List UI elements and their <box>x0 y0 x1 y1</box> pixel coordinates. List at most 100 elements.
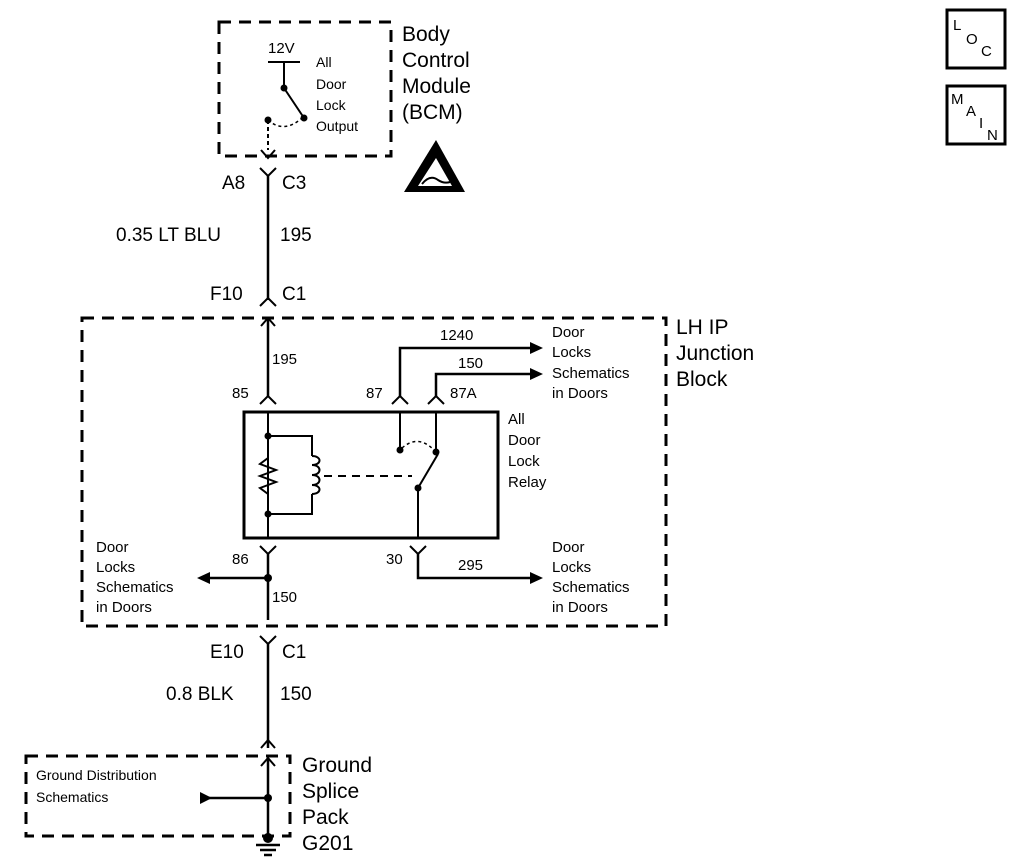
bcm-title-line-3: Module <box>402 75 471 98</box>
ground-title-line-2: Splice <box>302 780 359 803</box>
relay-label-line-2: Door <box>508 432 541 449</box>
ground-title-line-1: Ground <box>302 754 372 777</box>
ground-title-line-4: G201 <box>302 832 353 855</box>
main-letter-4: N <box>987 127 998 144</box>
bcm-switch-blade <box>283 87 305 119</box>
bcm-output-label: All Door Lock Output <box>316 54 358 134</box>
connector-e10-pin: E10 <box>210 642 244 663</box>
ref-lower-right-line-3: Schematics <box>552 579 630 596</box>
bcm-title-line-2: Control <box>402 49 470 72</box>
loc-letter-3: C <box>981 43 992 60</box>
wire-150-upper-arrow <box>530 368 543 380</box>
ground-symbol-icon <box>256 833 280 857</box>
main-letter-1: M <box>951 91 964 108</box>
wire-86-left-arrow <box>197 572 210 584</box>
wire-150-internal-label: 150 <box>272 589 297 606</box>
ref-lower-right-line-4: in Doors <box>552 599 608 616</box>
ground-branch-arrow <box>200 792 212 804</box>
ref-upper-line-2: Locks <box>552 344 591 361</box>
ref-left-line-2: Locks <box>96 559 135 576</box>
ref-lower-right-line-1: Door <box>552 539 585 556</box>
ref-left-line-4: in Doors <box>96 599 152 616</box>
relay-pin-85-connector <box>259 394 277 405</box>
bcm-switch-contact <box>300 114 308 122</box>
connector-c1-bottom-label: C1 <box>282 642 306 663</box>
relay-coil-icon <box>311 455 321 495</box>
junction-block-title: LH IP Junction Block <box>676 316 754 391</box>
wire-lower-gauge-color: 0.8 BLK <box>166 684 234 705</box>
wire-195-internal-label: 195 <box>272 351 297 368</box>
ref-left-line-3: Schematics <box>96 579 174 596</box>
ref-door-locks-upper: Door Locks Schematics in Doors <box>552 324 630 402</box>
connector-c3-label: C3 <box>282 173 306 194</box>
ground-title: Ground Splice Pack G201 <box>302 754 372 855</box>
relay-pin-30-connector <box>409 545 427 556</box>
main-button[interactable]: M A I N <box>945 84 1007 146</box>
wire-upper-gauge-color: 0.35 LT BLU <box>116 225 221 246</box>
relay-pin-30-label: 30 <box>386 551 403 568</box>
ground-pack-entry-arrow <box>260 738 276 749</box>
wire-150-upper-label: 150 <box>458 355 483 372</box>
ref-ground-line-1: Ground Distribution <box>36 767 157 783</box>
connector-a8-pin: A8 <box>222 173 245 194</box>
ref-lower-right-line-2: Locks <box>552 559 591 576</box>
relay-pin-85-label: 85 <box>232 385 249 402</box>
relay-pin-87a-connector <box>427 394 445 405</box>
relay-pin-86-connector <box>259 545 277 556</box>
relay-label-line-3: Lock <box>508 453 540 470</box>
relay-pin-86-label: 86 <box>232 551 249 568</box>
wire-295-arrow <box>530 572 543 584</box>
bcm-output-line-4: Output <box>316 118 358 134</box>
ref-door-locks-left: Door Locks Schematics in Doors <box>96 539 174 616</box>
jb-title-line-3: Block <box>676 368 728 391</box>
relay-box <box>242 410 500 540</box>
jb-title-line-1: LH IP <box>676 316 729 339</box>
wire-1240 <box>398 346 530 396</box>
main-letter-2: A <box>966 103 976 120</box>
bcm-output-line-3: Lock <box>316 97 347 113</box>
wire-295 <box>416 554 530 580</box>
bcm-switch-dotted-arc <box>267 117 303 128</box>
loc-button[interactable]: L O C <box>945 8 1007 70</box>
connector-e10-symbol <box>259 635 277 646</box>
wire-1240-arrow <box>530 342 543 354</box>
ref-upper-line-4: in Doors <box>552 385 608 402</box>
bcm-title-line-4: (BCM) <box>402 101 463 124</box>
bcm-voltage-label: 12V <box>268 40 295 57</box>
relay-pin-87a-label: 87A <box>450 385 477 402</box>
relay-label-line-4: Relay <box>508 474 547 491</box>
connector-f10-symbol <box>259 296 277 307</box>
connector-a8-symbol <box>259 167 277 178</box>
jb-title-line-2: Junction <box>676 342 754 365</box>
bcm-module-box <box>217 20 393 158</box>
wire-lower-circuit-number: 150 <box>280 684 312 705</box>
ground-splice-pack-box <box>24 754 292 838</box>
junction-block-box <box>80 316 668 628</box>
ref-upper-line-3: Schematics <box>552 365 630 382</box>
wire-upper-circuit-number: 195 <box>280 225 312 246</box>
relay-resistor-icon <box>257 457 279 495</box>
ground-title-line-3: Pack <box>302 806 349 829</box>
relay-coil-circuit <box>257 412 412 538</box>
loc-letter-1: L <box>953 17 961 34</box>
relay-switch-contacts <box>396 412 440 538</box>
ref-ground-distribution: Ground Distribution Schematics <box>36 767 157 805</box>
relay-label-line-1: All <box>508 411 525 428</box>
bcm-out-arrow <box>260 149 276 160</box>
wire-1240-label: 1240 <box>440 327 473 344</box>
relay-pin-87-label: 87 <box>366 385 383 402</box>
relay-pin-87-connector <box>391 394 409 405</box>
ref-door-locks-lower-right: Door Locks Schematics in Doors <box>552 539 630 616</box>
connector-f10-pin: F10 <box>210 284 243 305</box>
bcm-output-line-1: All <box>316 54 332 70</box>
bcm-output-line-2: Door <box>316 76 347 92</box>
bcm-title: Body Control Module (BCM) <box>402 23 471 124</box>
ref-ground-line-2: Schematics <box>36 789 108 805</box>
relay-label: All Door Lock Relay <box>508 411 547 491</box>
ref-upper-line-1: Door <box>552 324 585 341</box>
connector-c1-top-label: C1 <box>282 284 306 305</box>
main-letter-3: I <box>979 115 983 132</box>
bcm-title-line-1: Body <box>402 23 450 46</box>
